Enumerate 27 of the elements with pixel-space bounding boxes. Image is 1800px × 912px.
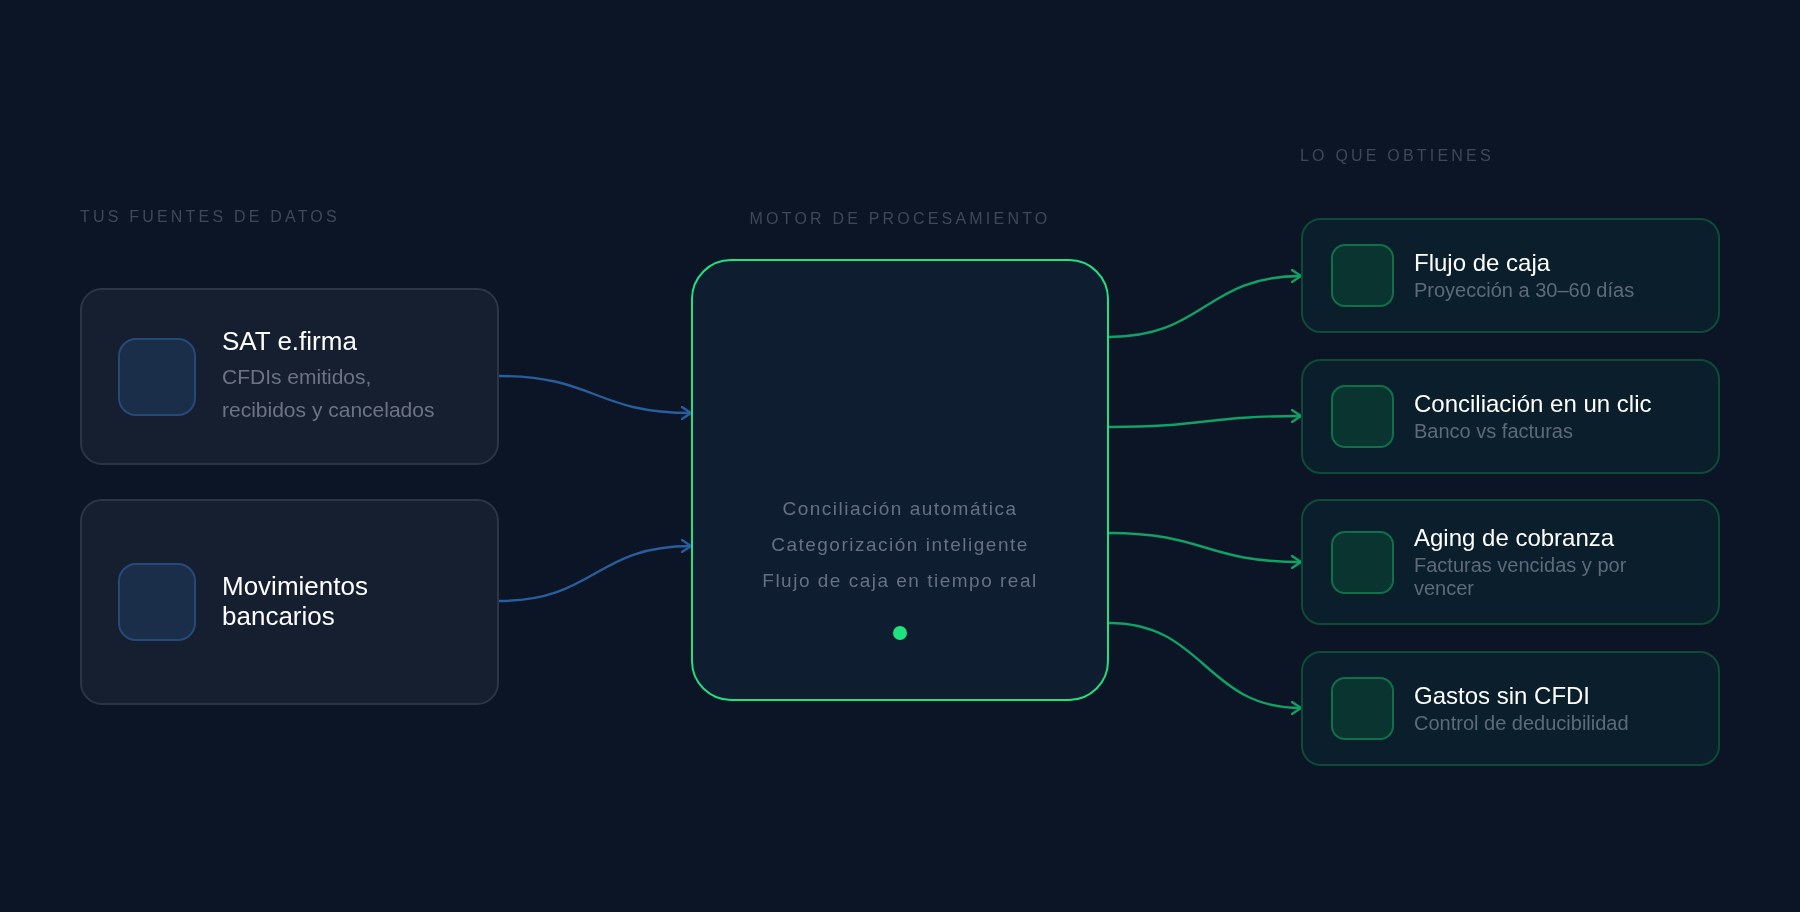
output-card [1301, 499, 1720, 625]
arrow [1108, 621, 1303, 715]
card-subtitle: Facturas vencidas y por vencer [1414, 553, 1628, 600]
output-card [1301, 651, 1720, 766]
output-card [1301, 218, 1720, 333]
card-title: SAT e.firma [222, 327, 358, 357]
feature-text: Categorización inteligente [771, 533, 1029, 557]
source-card [80, 288, 499, 465]
arrow [1108, 531, 1303, 569]
card-title: Aging de cobranza [1414, 524, 1616, 552]
card-subtitle: Control de deducibilidad [1414, 711, 1630, 735]
arrow [498, 539, 693, 603]
card-title: Flujo de caja [1414, 249, 1552, 277]
engine-card [691, 259, 1109, 701]
source-card [80, 499, 499, 705]
feature-text: Flujo de caja en tiempo real [762, 569, 1038, 593]
output-card [1301, 359, 1720, 474]
arrow [498, 374, 693, 420]
card-subtitle: Banco vs facturas [1414, 419, 1574, 443]
card-title: Movimientos bancarios [222, 572, 369, 632]
card-subtitle: CFDIs emitidos, recibidos y cancelados [222, 363, 436, 423]
arrow [1108, 269, 1303, 339]
card-subtitle: Proyección a 30–60 días [1414, 278, 1636, 302]
arrow [1109, 408, 1303, 429]
feature-text: Conciliación automática [782, 497, 1018, 521]
card-title: Conciliación en un clic [1414, 390, 1653, 418]
card-title: Gastos sin CFDI [1414, 682, 1592, 710]
